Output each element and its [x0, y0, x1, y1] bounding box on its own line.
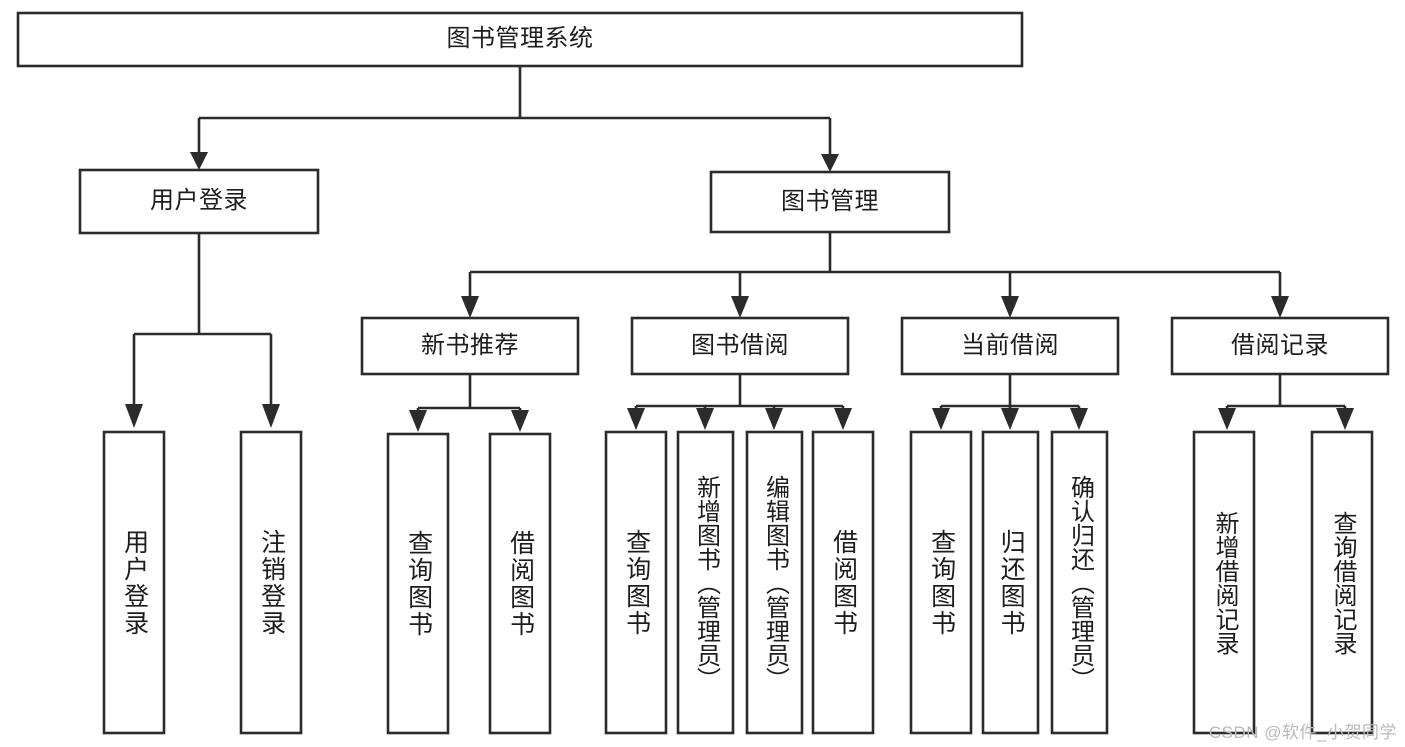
- arrowhead-current-borrow: [1001, 296, 1019, 318]
- edge-book-management-to-level3: [468, 232, 1282, 296]
- node-leaf-logout-login[interactable]: [239, 430, 303, 735]
- node-borrow-record[interactable]: [1170, 316, 1390, 376]
- arrowhead-leaf-borrow-book-2: [834, 408, 852, 430]
- node-leaf-borrow-book-2[interactable]: [811, 430, 875, 735]
- arrowhead-leaf-return-book: [1001, 408, 1019, 430]
- arrowhead-leaf-add-borrow-record: [1218, 408, 1236, 430]
- edge-borrow-record-to-leaves: [1225, 374, 1347, 410]
- arrowhead-leaf-query-book-1: [409, 410, 427, 432]
- node-new-book-recommend[interactable]: [360, 316, 580, 376]
- node-leaf-query-book-3[interactable]: [909, 430, 973, 735]
- arrowhead-book-borrow: [731, 296, 749, 318]
- edge-user-login-to-leaves: [132, 233, 273, 404]
- node-root[interactable]: [16, 11, 1024, 68]
- node-leaf-user-login[interactable]: [102, 430, 166, 735]
- edge-book-borrow-to-leaves: [634, 374, 845, 410]
- edge-new-book-recommend-to-leaves: [416, 374, 522, 412]
- node-leaf-edit-book-admin[interactable]: [745, 430, 804, 735]
- node-book-borrow[interactable]: [630, 316, 850, 376]
- watermark-text: CSDN @软件_小贺同学: [1208, 723, 1397, 742]
- arrowhead-leaf-query-borrow-record: [1336, 408, 1354, 430]
- node-current-borrow[interactable]: [900, 316, 1120, 376]
- node-leaf-add-book-admin[interactable]: [676, 430, 735, 735]
- arrowhead-leaf-logout-login: [262, 404, 280, 428]
- node-leaf-add-borrow-record[interactable]: [1192, 430, 1256, 735]
- arrowhead-leaf-borrow-book-1: [511, 410, 529, 432]
- node-leaf-return-book[interactable]: [981, 430, 1040, 735]
- arrowhead-leaf-user-login: [125, 404, 143, 428]
- node-leaf-confirm-return-admin[interactable]: [1050, 430, 1109, 735]
- arrowhead-user-login: [190, 152, 208, 170]
- edge-root-to-level2: [197, 66, 832, 154]
- edge-current-borrow-to-leaves: [939, 374, 1081, 410]
- node-user-login[interactable]: [78, 168, 320, 235]
- arrowhead-leaf-confirm-return-admin: [1070, 408, 1088, 430]
- node-leaf-query-borrow-record[interactable]: [1310, 430, 1374, 735]
- arrowhead-leaf-add-book-admin: [696, 408, 714, 430]
- node-leaf-query-book-2[interactable]: [604, 430, 668, 735]
- arrowhead-leaf-query-book-3: [932, 408, 950, 430]
- node-leaf-borrow-book-1[interactable]: [488, 432, 552, 735]
- arrowhead-leaf-edit-book-admin: [765, 408, 783, 430]
- node-leaf-query-book-1[interactable]: [386, 432, 450, 735]
- node-book-management[interactable]: [709, 170, 951, 234]
- arrowhead-book-management: [821, 154, 839, 172]
- arrowhead-leaf-query-book-2: [627, 408, 645, 430]
- arrowhead-new-book-recommend: [461, 296, 479, 318]
- arrowhead-borrow-record: [1271, 296, 1289, 318]
